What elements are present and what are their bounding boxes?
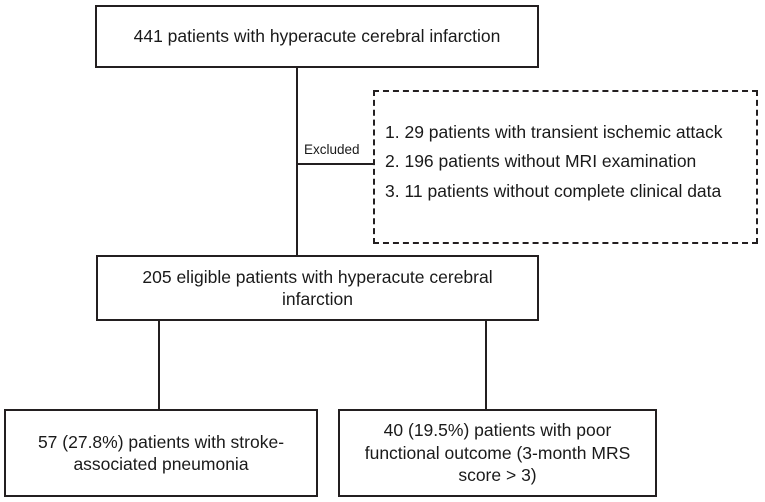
excluded-connector-label: Excluded bbox=[304, 142, 360, 157]
connector-eligible-to-pneumonia bbox=[158, 321, 160, 409]
eligible-cohort-label: 205 eligible patients with hyperacute ce… bbox=[142, 266, 493, 309]
functional-outcome-box: 40 (19.5%) patients with poor functional… bbox=[338, 409, 657, 497]
excluded-reason-item: 2. 196 patients without MRI examination bbox=[385, 151, 697, 172]
eligible-cohort-box: 205 eligible patients with hyperacute ce… bbox=[96, 255, 539, 321]
excluded-reason-list: 1. 29 patients with transient ischemic a… bbox=[385, 118, 757, 206]
connector-eligible-to-functional-outcome bbox=[485, 321, 487, 409]
total-cohort-box: 441 patients with hyperacute cerebral in… bbox=[95, 5, 539, 68]
pneumonia-outcome-box: 57 (27.8%) patients with stroke- associa… bbox=[4, 409, 318, 497]
pneumonia-outcome-label: 57 (27.8%) patients with stroke- associa… bbox=[37, 431, 285, 474]
connector-top-to-eligible bbox=[296, 68, 298, 255]
total-cohort-label: 441 patients with hyperacute cerebral in… bbox=[133, 26, 501, 47]
functional-outcome-label: 40 (19.5%) patients with poor functional… bbox=[364, 420, 631, 486]
excluded-reason-item: 3. 11 patients without complete clinical… bbox=[385, 180, 722, 201]
excluded-box: 1. 29 patients with transient ischemic a… bbox=[373, 90, 758, 244]
connector-to-excluded-box bbox=[296, 163, 375, 165]
excluded-reason-item: 1. 29 patients with transient ischemic a… bbox=[385, 122, 723, 142]
